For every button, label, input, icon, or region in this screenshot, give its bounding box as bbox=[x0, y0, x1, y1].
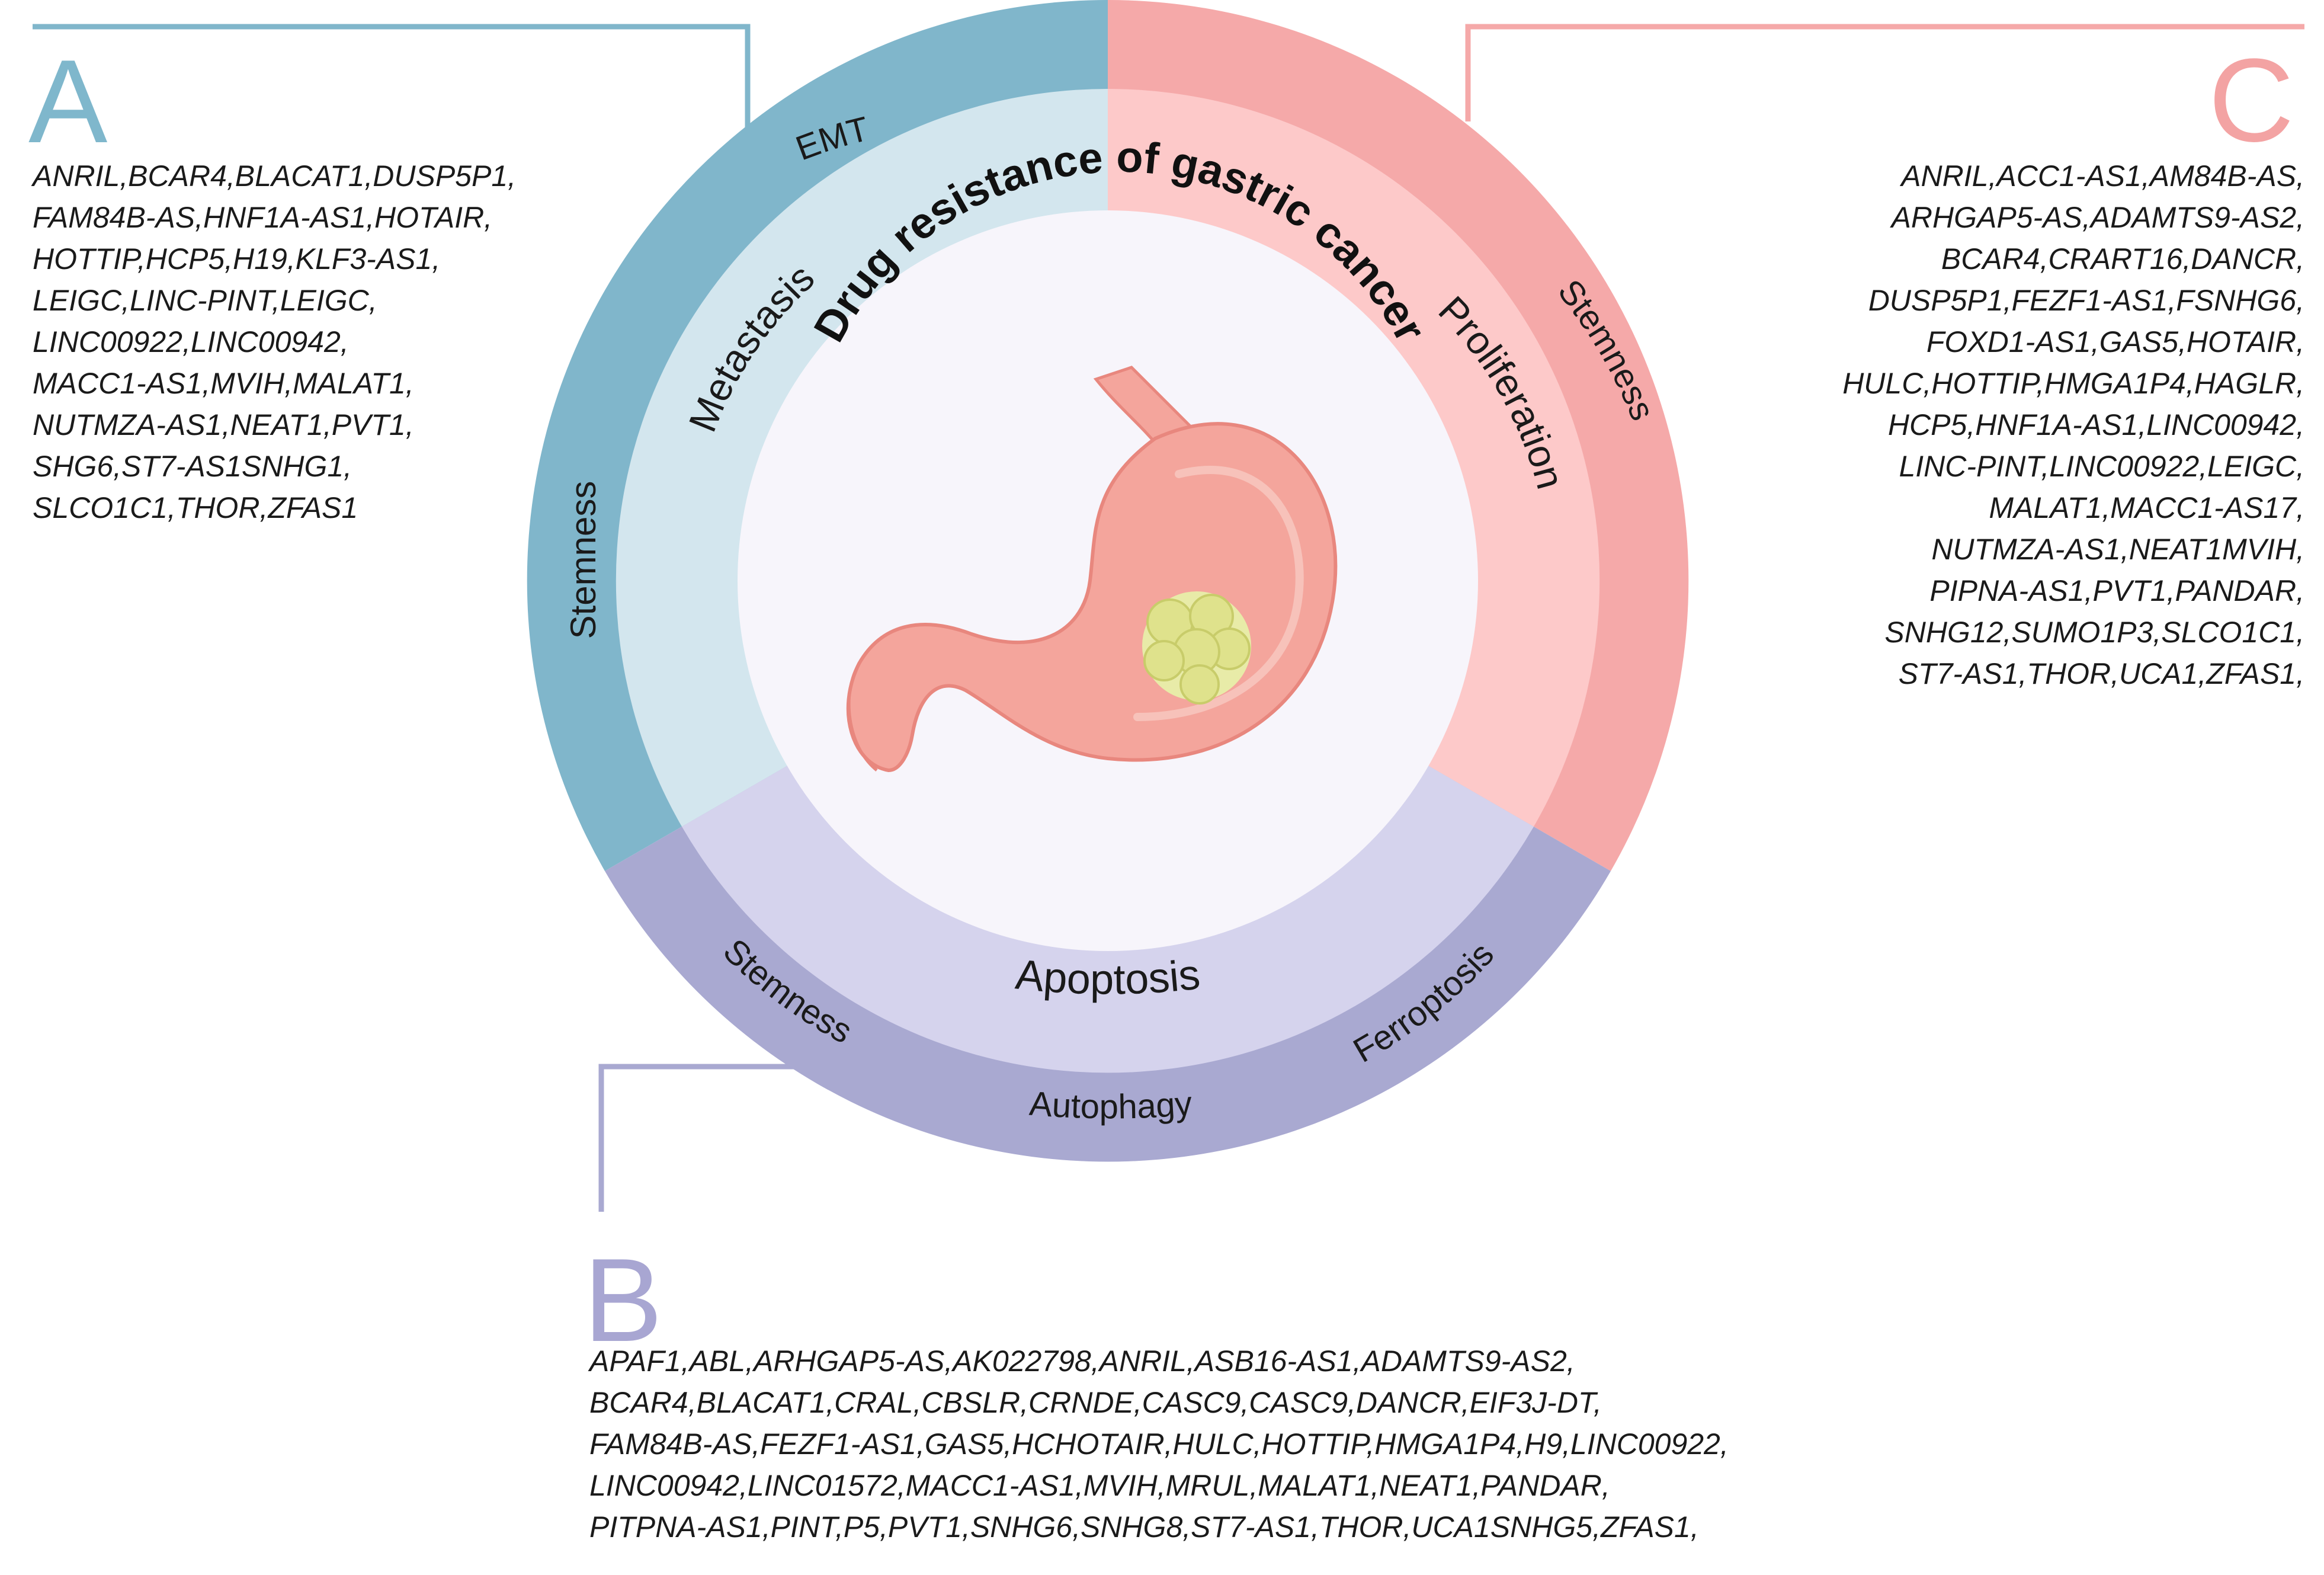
gene-line: BCAR4,BLACAT1,CRAL,CBSLR,CRNDE,CASC9,CAS… bbox=[589, 1386, 1602, 1419]
gene-list-b: APAF1,ABL,ARHGAP5-AS,AK022798,ANRIL,ASB1… bbox=[589, 1340, 1729, 1548]
gene-line: LINC00922,LINC00942, bbox=[33, 325, 349, 358]
gene-list-a: ANRIL,BCAR4,BLACAT1,DUSP5P1, FAM84B-AS,H… bbox=[33, 155, 516, 529]
panel-letter-a: A bbox=[28, 36, 108, 168]
gene-line: HULC,HOTTIP,HMGA1P4,HAGLR, bbox=[1842, 367, 2304, 400]
gene-line: LINC00942,LINC01572,MACC1-AS1,MVIH,MRUL,… bbox=[589, 1469, 1610, 1502]
connector-b bbox=[598, 1064, 800, 1212]
gene-line: SLCO1C1,THOR,ZFAS1 bbox=[33, 491, 358, 524]
tumor-icon bbox=[1142, 591, 1251, 705]
label-stemness-left: Stemness bbox=[563, 481, 603, 639]
gene-line: NUTMZA-AS1,NEAT1MVIH, bbox=[1931, 533, 2304, 566]
gene-line: DUSP5P1,FEZF1-AS1,FSNHG6, bbox=[1868, 284, 2304, 317]
gene-line: FAM84B-AS,HNF1A-AS1,HOTAIR, bbox=[33, 201, 493, 234]
gene-line: NUTMZA-AS1,NEAT1,PVT1, bbox=[33, 408, 414, 441]
duodenum bbox=[847, 662, 878, 772]
label-autophagy: Autophagy bbox=[1028, 1084, 1193, 1126]
gene-line: ANRIL,BCAR4,BLACAT1,DUSP5P1, bbox=[33, 159, 517, 193]
gene-line: MACC1-AS1,MVIH,MALAT1, bbox=[33, 367, 414, 400]
gene-list-c: ANRIL,ACC1-AS1,AM84B-AS, ARHGAP5-AS,ADAM… bbox=[1842, 155, 2304, 694]
gene-line: MALAT1,MACC1-AS17, bbox=[1989, 491, 2304, 524]
gene-line: ANRIL,ACC1-AS1,AM84B-AS, bbox=[1901, 159, 2304, 193]
gene-line: SNHG12,SUMO1P3,SLCO1C1, bbox=[1884, 616, 2304, 649]
gene-line: ST7-AS1,THOR,UCA1,ZFAS1, bbox=[1898, 657, 2304, 690]
gene-line: FAM84B-AS,FEZF1-AS1,GAS5,HCHOTAIR,HULC,H… bbox=[589, 1427, 1729, 1461]
panel-letter-c: C bbox=[2208, 34, 2294, 167]
gene-line: HCP5,HNF1A-AS1,LINC00942, bbox=[1887, 408, 2304, 441]
connector-c bbox=[1465, 24, 2304, 121]
gene-line: PITPNA-AS1,PINT,P5,PVT1,SNHG6,SNHG8,ST7-… bbox=[589, 1510, 1699, 1544]
gene-line: FOXD1-AS1,GAS5,HOTAIR, bbox=[1926, 325, 2304, 358]
gene-line: LINC-PINT,LINC00922,LEIGC, bbox=[1899, 450, 2304, 483]
gene-line: HOTTIP,HCP5,H19,KLF3-AS1, bbox=[33, 242, 441, 276]
label-apoptosis: Apoptosis bbox=[1014, 950, 1203, 1003]
stomach-illustration bbox=[846, 366, 1338, 773]
panel-letter-b: B bbox=[584, 1234, 663, 1366]
gene-line: APAF1,ABL,ARHGAP5-AS,AK022798,ANRIL,ASB1… bbox=[589, 1344, 1575, 1378]
gene-line: LEIGC,LINC-PINT,LEIGC, bbox=[33, 284, 377, 317]
gene-line: PIPNA-AS1,PVT1,PANDAR, bbox=[1929, 574, 2304, 607]
gene-line: ARHGAP5-AS,ADAMTS9-AS2, bbox=[1891, 201, 2304, 234]
gene-line: BCAR4,CRART16,DANCR, bbox=[1941, 242, 2304, 276]
stomach-inner-fold bbox=[1133, 466, 1304, 721]
gene-line: SHG6,ST7-AS1SNHG1, bbox=[33, 450, 352, 483]
connector-a bbox=[33, 24, 751, 127]
